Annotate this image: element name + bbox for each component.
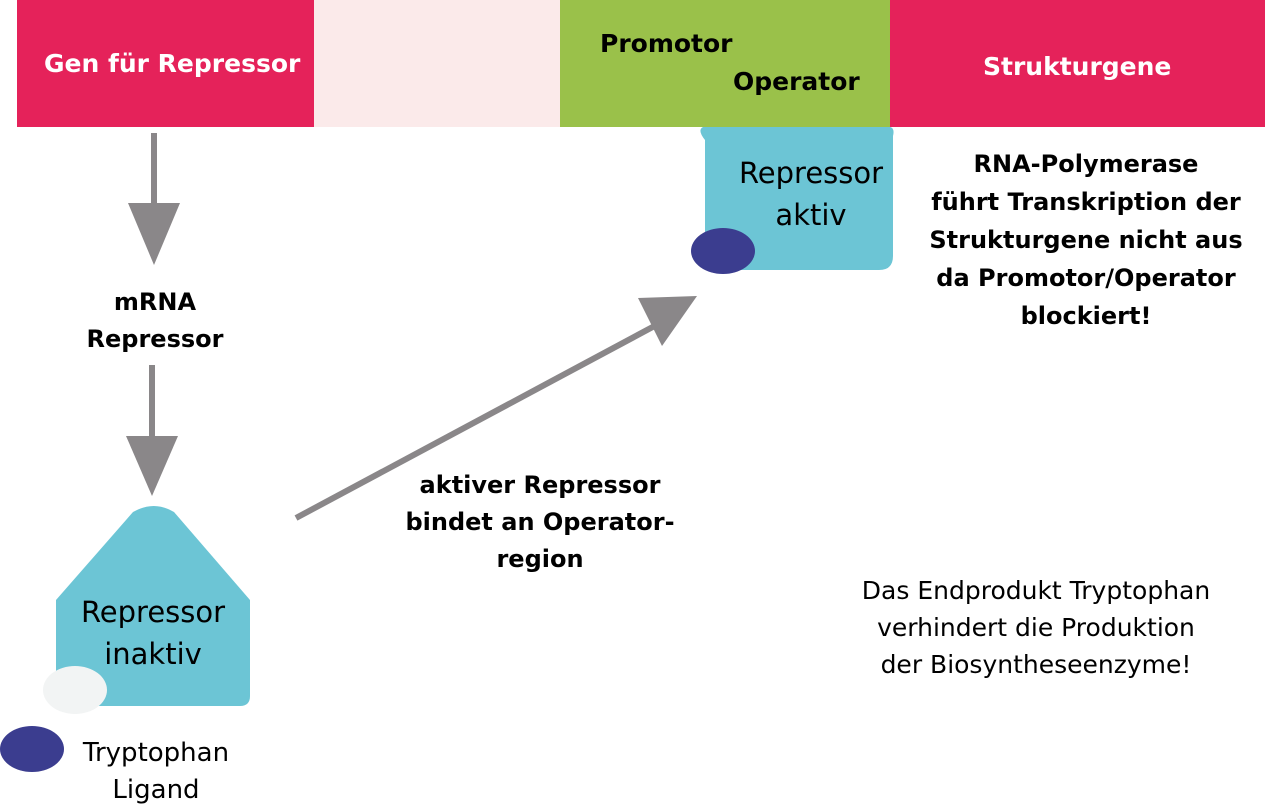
arrow-gene-to-mrna [128,133,180,265]
end-product-note: Das Endprodukt Tryptophan verhindert die… [861,576,1211,679]
bound-tryptophan-icon [691,228,755,274]
binding-note: aktiver Repressor bindet an Operator- re… [405,471,675,573]
arrow-to-active-repressor [294,296,697,521]
tryptophan-ligand-label: Tryptophan Ligand [82,738,230,805]
arrow-mrna-to-repressor [126,365,178,496]
structural-genes-segment [890,0,1265,127]
promoter-operator-segment [560,0,890,127]
repressor-active-shape [700,127,894,270]
repressor-inactive-label: Repressor inaktiv [80,595,226,671]
structural-genes-label: Strukturgene [983,52,1172,81]
gene-repressor-segment [17,0,314,127]
operator-label: Operator [733,67,860,96]
promotor-label: Promotor [600,29,733,58]
repressor-inactive-shape [56,506,250,706]
polymerase-note: RNA-Polymerase führt Transkription der S… [929,150,1243,330]
empty-binding-site [43,666,107,714]
mrna-label: mRNA Repressor [86,288,224,353]
spacer-segment [314,0,560,127]
repressor-active-label: Repressor aktiv [738,156,884,232]
tryptophan-ligand-icon [0,726,64,772]
gene-repressor-label: Gen für Repressor [44,49,301,78]
